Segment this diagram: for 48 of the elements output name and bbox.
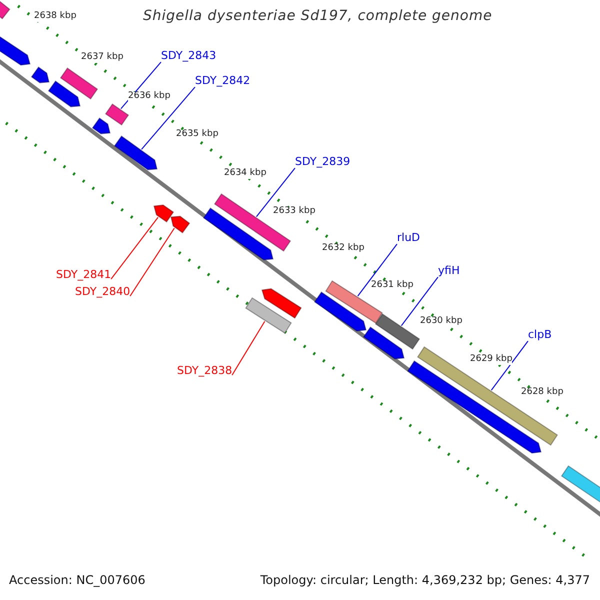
- scale-tick-label: 2631 kbp: [371, 281, 414, 291]
- gene-bar: [60, 67, 98, 100]
- scale-tick-label: 2638 kbp: [34, 12, 76, 22]
- gene-label: SDY_2838: [177, 365, 232, 378]
- gene-bar: [153, 204, 174, 223]
- scale-tick-label: 2633 kbp: [273, 207, 316, 217]
- gene-bar: [202, 207, 274, 260]
- gene-bar: [261, 288, 302, 319]
- scale-tick-label: 2637 kbp: [81, 53, 124, 63]
- leader-line: [110, 216, 159, 280]
- leader-line: [256, 168, 296, 218]
- gene-bar: [314, 291, 367, 332]
- gene-label: SDY_2843: [161, 50, 216, 62]
- gene-bar: [560, 465, 600, 504]
- gene-bar: [0, 34, 31, 66]
- footer-text: Topology: circular; Length: 4,369,232 bp; Genes: 4,377: [260, 574, 590, 588]
- gene-label: yfiH: [438, 265, 460, 278]
- gene-bar: [0, 0, 10, 20]
- scale-tick-label: 2636 kbp: [128, 92, 170, 102]
- gene-bar: [374, 313, 420, 350]
- gene-bar: [30, 66, 50, 84]
- scale-tick-label: 2635 kbp: [176, 130, 218, 140]
- gene-label: rluD: [397, 232, 420, 244]
- gene-bar: [245, 297, 292, 334]
- gene-bar: [48, 80, 81, 108]
- leader-line: [357, 244, 398, 297]
- footer-text: Accession: NC_007606: [9, 574, 146, 588]
- gene-bar: [92, 117, 111, 134]
- gene-bar: [362, 326, 405, 360]
- gene-bar: [170, 216, 190, 234]
- gene-label: clpB: [528, 329, 552, 342]
- scale-tick-label: 2632 kbp: [322, 244, 364, 254]
- scale-tick-label: 2628 kbp: [521, 388, 564, 398]
- diagram-title: Shigella dysenteriae Sd197, complete genome: [143, 9, 492, 24]
- gene-bar: [114, 135, 158, 170]
- gene-label: SDY_2841: [56, 269, 112, 282]
- gene-label: SDY_2839: [295, 156, 350, 168]
- leader-line: [490, 340, 528, 391]
- scale-tick-label: 2634 kbp: [224, 169, 266, 179]
- leader-line: [141, 86, 196, 150]
- scale-tick-label: 2629 kbp: [470, 355, 512, 365]
- gene-label: SDY_2842: [195, 75, 250, 88]
- leader-line: [130, 228, 175, 297]
- leader-line: [400, 276, 438, 326]
- scale-tick-label: 2630 kbp: [420, 317, 462, 327]
- gene-label: SDY_2840: [75, 286, 130, 298]
- gene-bar: [104, 103, 130, 126]
- leader-line: [232, 320, 266, 376]
